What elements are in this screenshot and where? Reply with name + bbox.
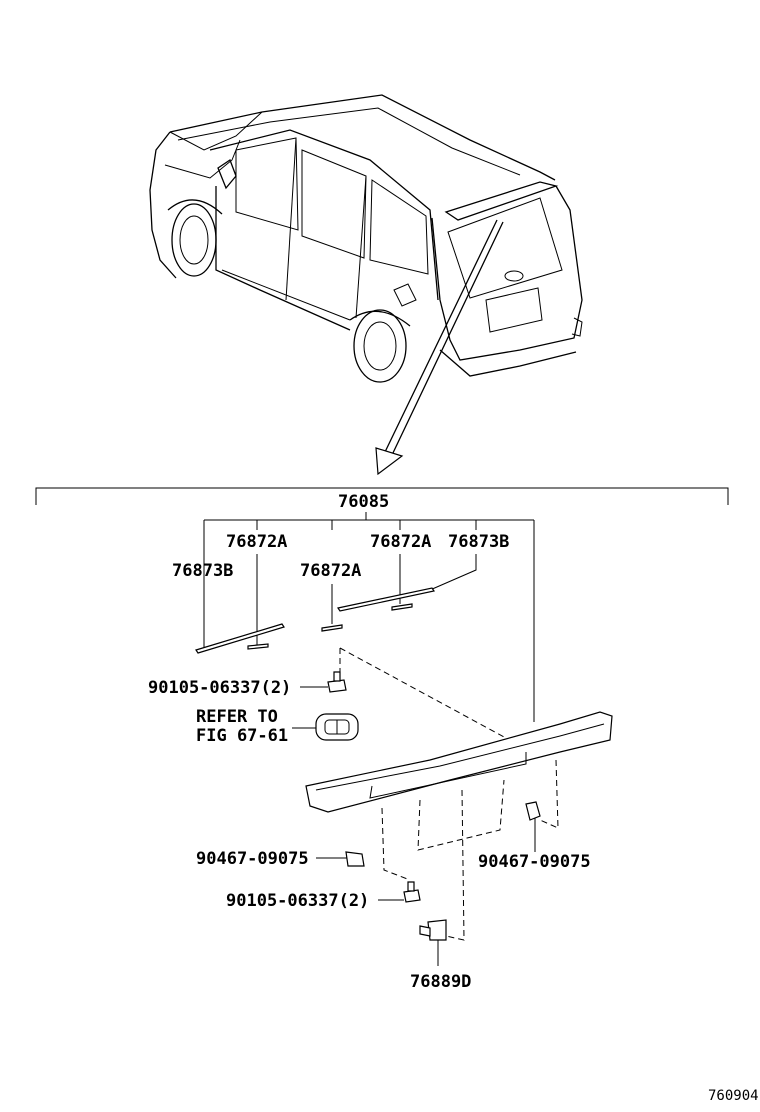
clip-left-group: 90467-09075 (196, 849, 365, 869)
assembly-bracket: 76085 (35, 487, 729, 722)
nut-group: 76889D (410, 919, 471, 992)
screw-lower (403, 889, 421, 903)
tape-76873b-left (195, 623, 285, 654)
label-screw-upper: 90105-06337(2) (148, 678, 291, 698)
tape-leaders (256, 554, 477, 645)
refer-line-2: FIG 67-61 (196, 726, 288, 746)
clip-right (525, 801, 541, 821)
vehicle-illustration (149, 94, 583, 383)
callout-arrow (375, 219, 504, 476)
tape-76872a-mid (321, 624, 343, 632)
tape-strips (195, 587, 435, 654)
tape-76872a-left (247, 643, 269, 650)
tape-76873b-right (337, 587, 435, 612)
tape-76872a-right (391, 603, 413, 611)
clip-right-group: 90467-09075 (478, 801, 591, 872)
label-screw-lower: 90105-06337(2) (226, 891, 369, 911)
label-76873b-left: 76873B (172, 561, 233, 581)
spoiler (305, 711, 613, 941)
nut-76889d (427, 919, 447, 941)
screw-lower-group: 90105-06337(2) (226, 881, 421, 911)
refer-line-1: REFER TO (196, 707, 278, 727)
label-clip-left: 90467-09075 (196, 849, 309, 869)
label-76085: 76085 (338, 492, 389, 512)
label-76889d: 76889D (410, 972, 471, 992)
label-76872a-mid: 76872A (300, 561, 361, 581)
tape-labels: 76872A 76872A 76873B 76873B 76872A (172, 532, 509, 581)
screw-upper-group: 90105-06337(2) (148, 647, 529, 751)
clip-left (345, 851, 365, 867)
label-clip-right: 90467-09075 (478, 852, 591, 872)
figure-id: 760904 (708, 1088, 759, 1104)
refer-group: REFER TO FIG 67-61 (196, 707, 359, 746)
label-76872a-left: 76872A (226, 532, 287, 552)
screw-upper (327, 679, 347, 693)
label-76872a-right: 76872A (370, 532, 431, 552)
label-76873b-right: 76873B (448, 532, 509, 552)
